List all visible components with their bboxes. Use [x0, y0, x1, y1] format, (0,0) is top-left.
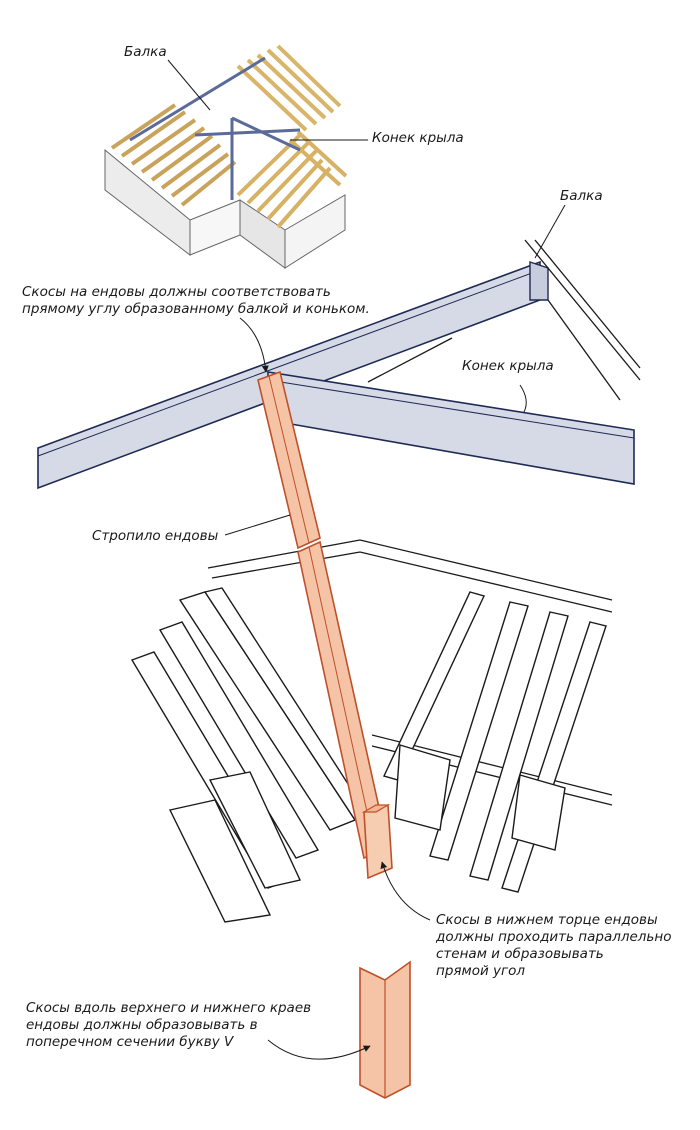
bevel-top-note-line: прямому углу образованному балкой и конь…	[22, 301, 370, 317]
bevel-bottom-note: Скосы в нижнем торце ендовы должны прохо…	[436, 912, 671, 980]
leader-lines	[224, 204, 566, 1060]
beam-label-main: Балка	[560, 188, 603, 204]
ridge-label-overview: Конек крыла	[372, 130, 464, 146]
bevel-bottom-note-line: должны проходить параллельно	[436, 929, 672, 945]
bevel-top-note: Скосы на ендовы должны соответствовать п…	[22, 284, 370, 318]
v-section-piece	[359, 960, 411, 1099]
ridge-label-main: Конек крыла	[462, 358, 554, 374]
valley-rafter	[257, 370, 393, 880]
bevel-top-note-line: Скосы на ендовы должны соответствовать	[22, 284, 331, 300]
bevel-edges-note-line: ендовы должны образовывать в	[26, 1017, 258, 1033]
valley-rafter-label: Стропило ендовы	[92, 528, 219, 544]
right-rafters	[383, 591, 607, 893]
wing-ridge	[267, 371, 635, 485]
bevel-edges-note-line: поперечном сечении букву V	[26, 1034, 234, 1050]
bevel-bottom-note-line: Скосы в нижнем торце ендовы	[436, 912, 658, 928]
roof-overview-illustration	[104, 44, 368, 269]
bevel-edges-note-line: Скосы вдоль верхнего и нижнего краев	[26, 1000, 312, 1016]
bevel-bottom-note-line: стенам и образовывать	[436, 946, 604, 962]
bevel-bottom-note-line: прямой угол	[436, 963, 525, 979]
beam-label-overview: Балка	[124, 44, 167, 60]
bevel-edges-note: Скосы вдоль верхнего и нижнего краев енд…	[26, 1000, 311, 1051]
